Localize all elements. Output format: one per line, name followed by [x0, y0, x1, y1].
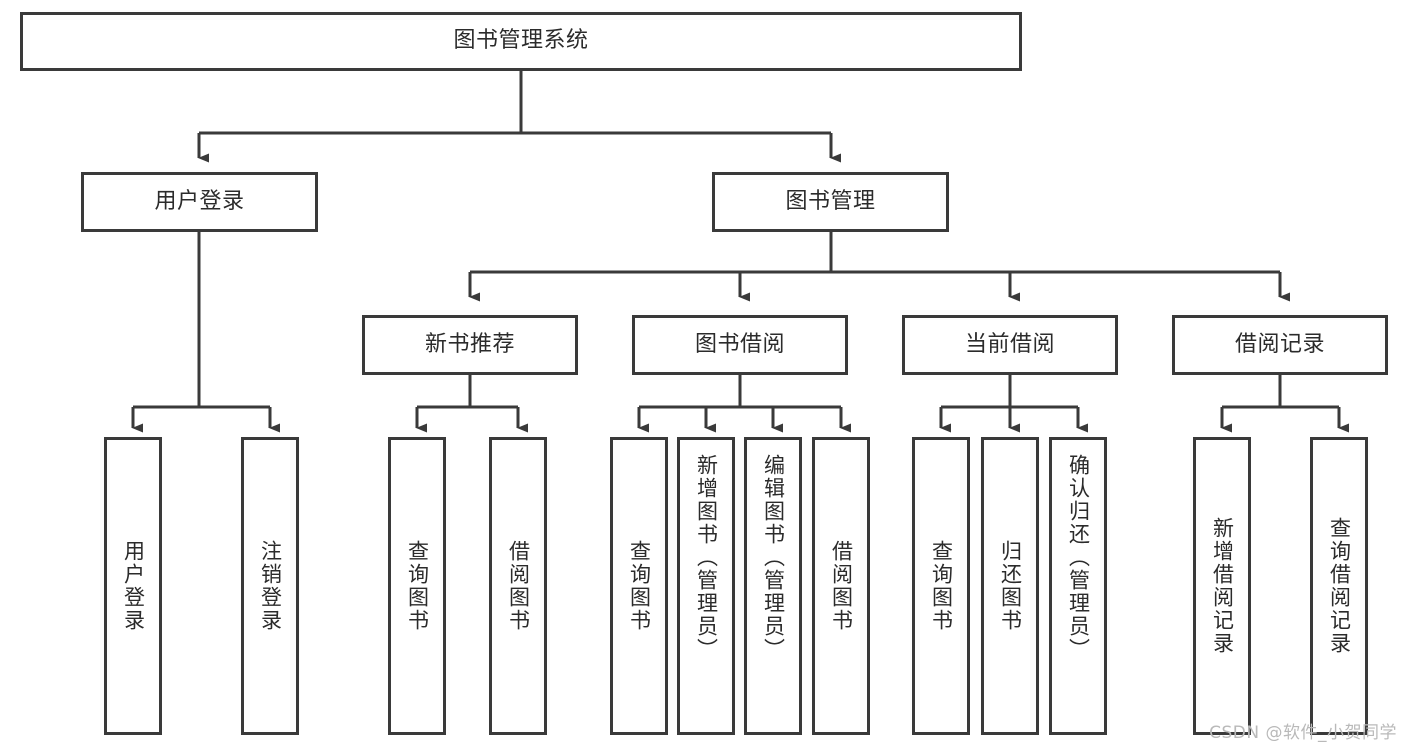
leaf-return-book[interactable]: 归还图书 — [981, 437, 1039, 735]
csdn-watermark: CSDN @软件_小贺同学 — [1209, 723, 1397, 743]
node-current-borrow[interactable]: 当前借阅 — [902, 315, 1118, 375]
node-user-login[interactable]: 用户登录 — [81, 172, 318, 232]
leaf-confirm-return-admin-label: 确认归还（管理员） — [1066, 454, 1091, 661]
leaf-query-book-3[interactable]: 查询图书 — [912, 437, 970, 735]
leaf-query-borrow-record[interactable]: 查询借阅记录 — [1310, 437, 1368, 735]
leaf-add-book-admin-label: 新增图书（管理员） — [694, 454, 719, 661]
leaf-query-book-1[interactable]: 查询图书 — [388, 437, 446, 735]
leaf-logout[interactable]: 注销登录 — [241, 437, 299, 735]
leaf-add-borrow-record[interactable]: 新增借阅记录 — [1193, 437, 1251, 735]
leaf-query-book-2-label: 查询图书 — [627, 540, 652, 632]
leaf-query-book-1-label: 查询图书 — [405, 540, 430, 632]
node-borrow-records-label: 借阅记录 — [1234, 331, 1325, 357]
leaf-edit-book-admin-label: 编辑图书（管理员） — [761, 454, 786, 661]
node-book-borrow-label: 图书借阅 — [694, 331, 785, 357]
node-current-borrow-label: 当前借阅 — [964, 331, 1055, 357]
leaf-borrow-book-1-label: 借阅图书 — [506, 540, 531, 632]
leaf-user-login-label: 用户登录 — [121, 540, 146, 632]
leaf-borrow-book-2[interactable]: 借阅图书 — [812, 437, 870, 735]
leaf-borrow-book-1[interactable]: 借阅图书 — [489, 437, 547, 735]
leaf-confirm-return-admin[interactable]: 确认归还（管理员） — [1049, 437, 1107, 735]
leaf-add-book-admin[interactable]: 新增图书（管理员） — [677, 437, 735, 735]
leaf-edit-book-admin[interactable]: 编辑图书（管理员） — [744, 437, 802, 735]
leaf-user-login[interactable]: 用户登录 — [104, 437, 162, 735]
node-user-login-label: 用户登录 — [154, 188, 245, 214]
node-new-book-recommend-label: 新书推荐 — [424, 331, 515, 357]
node-book-management[interactable]: 图书管理 — [712, 172, 949, 232]
node-book-borrow[interactable]: 图书借阅 — [632, 315, 848, 375]
leaf-query-book-3-label: 查询图书 — [929, 540, 954, 632]
leaf-logout-label: 注销登录 — [258, 540, 283, 632]
node-root-label: 图书管理系统 — [453, 28, 589, 54]
node-book-management-label: 图书管理 — [785, 188, 876, 214]
node-borrow-records[interactable]: 借阅记录 — [1172, 315, 1388, 375]
leaf-return-book-label: 归还图书 — [998, 540, 1023, 632]
node-root[interactable]: 图书管理系统 — [20, 12, 1022, 71]
node-new-book-recommend[interactable]: 新书推荐 — [362, 315, 578, 375]
leaf-query-borrow-record-label: 查询借阅记录 — [1327, 517, 1352, 655]
leaf-query-book-2[interactable]: 查询图书 — [610, 437, 668, 735]
leaf-borrow-book-2-label: 借阅图书 — [829, 540, 854, 632]
leaf-add-borrow-record-label: 新增借阅记录 — [1210, 517, 1235, 655]
